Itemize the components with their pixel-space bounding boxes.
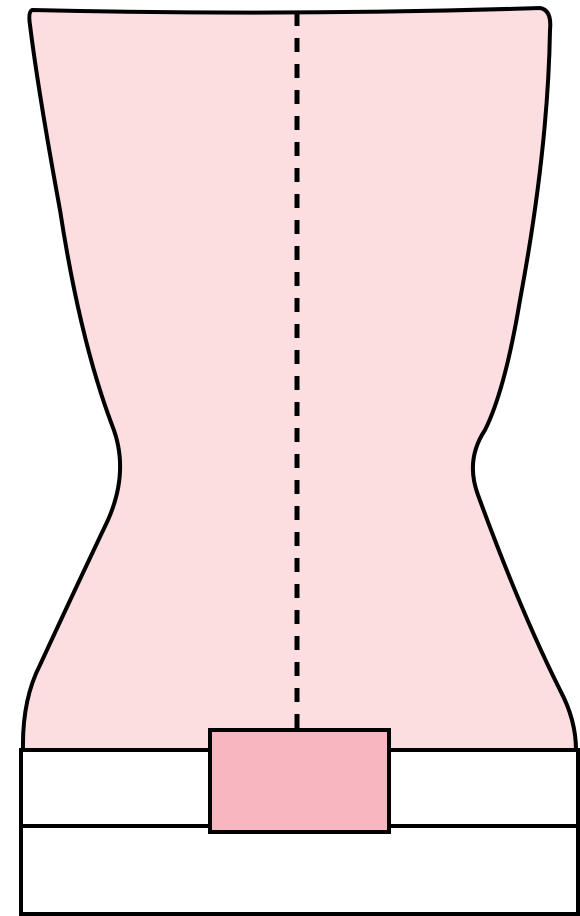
buckle-tab	[210, 730, 389, 832]
waistband-lower	[21, 826, 578, 914]
